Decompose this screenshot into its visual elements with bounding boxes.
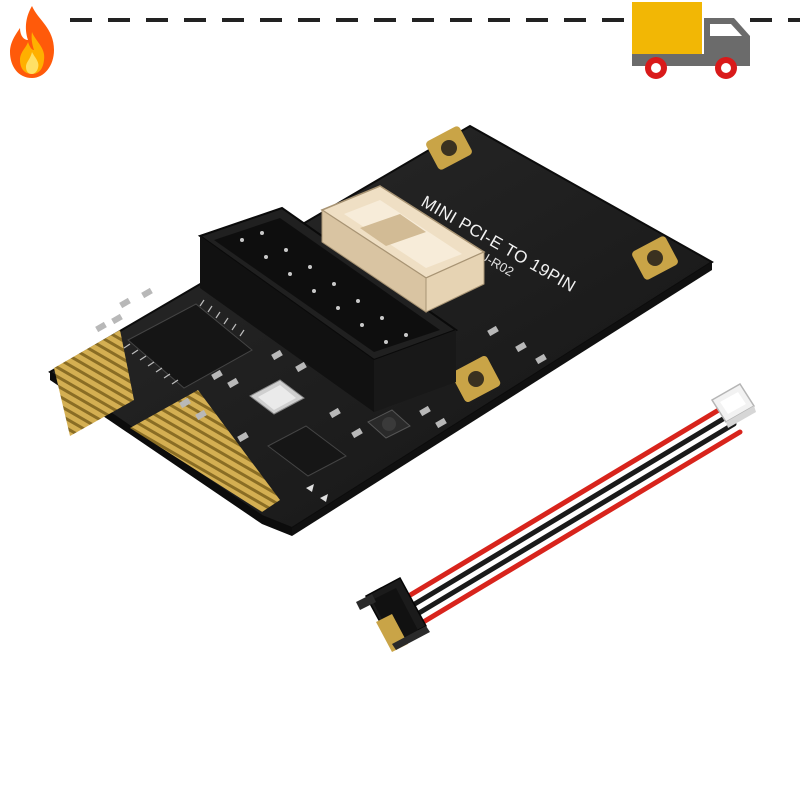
mounting-hole	[632, 236, 678, 280]
mounting-hole	[426, 126, 472, 170]
jst-connector	[710, 382, 756, 428]
sata-power-cable	[356, 382, 756, 652]
board-power-connector	[320, 185, 486, 313]
controller-chip	[123, 299, 253, 389]
sata-connector	[356, 576, 430, 652]
usb3-19pin-header	[197, 206, 459, 412]
smd-components	[95, 287, 547, 443]
flame-icon	[10, 6, 54, 78]
mounting-hole	[451, 356, 501, 402]
gold-edge-fingers-left	[54, 330, 134, 436]
gold-edge-fingers-right	[130, 390, 280, 512]
dashed-divider-right	[750, 18, 800, 22]
delivery-truck-icon	[632, 2, 750, 79]
crystal-oscillator	[249, 379, 305, 415]
dashed-divider	[70, 18, 630, 22]
power-chip	[267, 425, 347, 477]
inductor	[367, 409, 411, 439]
pin-markers	[306, 484, 328, 502]
